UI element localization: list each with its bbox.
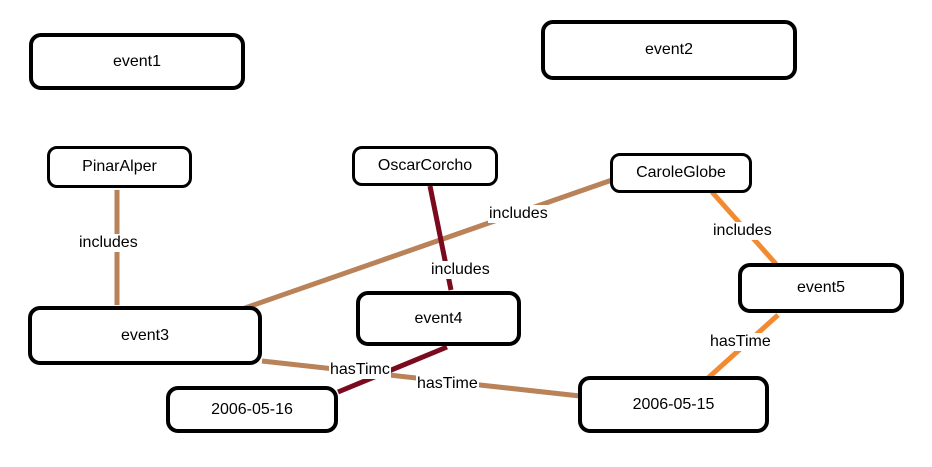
- edge-label-pinar-event3: includes: [78, 234, 139, 252]
- edge-label-oscar-event4: includes: [430, 261, 491, 279]
- node-event3: event3: [28, 306, 262, 365]
- node-carole-globe: CaroleGlobe: [610, 153, 752, 193]
- node-event1: event1: [29, 33, 245, 90]
- edge-event4-date16: [337, 344, 448, 395]
- edge-label-carole-event5: includes: [712, 222, 773, 240]
- edge-label-carole-event3: includes: [488, 205, 549, 223]
- edge-label-event4-date16: hasTimc: [329, 361, 391, 379]
- node-event2: event2: [541, 20, 797, 80]
- edge-carole-event3: [244, 177, 613, 311]
- edge-label-event5-date15: hasTime: [709, 333, 772, 351]
- node-event4: event4: [356, 291, 521, 346]
- node-pinar-alper: PinarAlper: [47, 146, 192, 188]
- node-oscar-corcho: OscarCorcho: [352, 146, 498, 186]
- node-date-2006-05-16: 2006-05-16: [166, 386, 338, 433]
- edge-label-event3-date15: hasTime: [416, 375, 479, 393]
- node-date-2006-05-15: 2006-05-15: [578, 376, 769, 433]
- node-event5: event5: [738, 263, 904, 313]
